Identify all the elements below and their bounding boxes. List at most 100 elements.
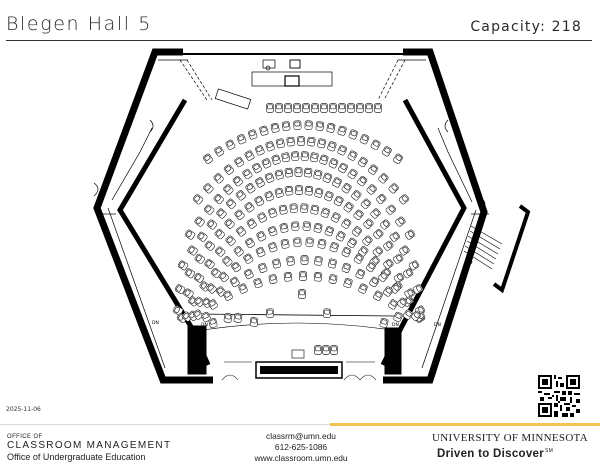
seat	[286, 256, 295, 266]
seat	[379, 219, 391, 230]
wall-right	[383, 48, 488, 384]
plan-date: 2025-11-06	[6, 406, 41, 413]
seat	[412, 284, 424, 295]
seat	[376, 193, 387, 205]
seat	[347, 168, 358, 180]
seat	[255, 177, 265, 188]
seat	[300, 255, 309, 265]
seat	[313, 169, 323, 180]
service-mark: SM	[545, 448, 554, 454]
seat	[365, 103, 373, 113]
seat	[399, 245, 410, 256]
seat	[253, 278, 263, 289]
seat	[187, 245, 198, 256]
seat	[408, 260, 420, 271]
contact-website[interactable]: www.classroom.umn.edu	[254, 453, 348, 463]
exit-labels: DN DN DN DN	[152, 320, 441, 328]
seat	[218, 271, 229, 283]
seat	[379, 318, 389, 328]
seat	[284, 103, 292, 113]
seat	[255, 145, 265, 156]
seat	[337, 145, 347, 156]
seat	[388, 183, 399, 194]
seat	[363, 218, 374, 229]
seat	[313, 222, 323, 233]
seat	[404, 229, 416, 240]
front-stage	[187, 313, 402, 381]
seat	[203, 204, 215, 215]
seat	[393, 311, 403, 323]
seat	[243, 268, 254, 280]
seat	[341, 218, 352, 229]
seat	[270, 123, 280, 133]
seat	[244, 202, 255, 213]
seat	[337, 125, 347, 136]
seat	[275, 103, 283, 113]
seat	[254, 195, 265, 207]
seat	[353, 253, 364, 264]
seat	[192, 194, 204, 205]
contact-email[interactable]: classrm@umn.edu	[266, 431, 336, 441]
qr-code	[538, 375, 580, 417]
seat	[222, 256, 233, 267]
seat	[177, 260, 189, 271]
seat	[335, 231, 346, 242]
seat	[244, 150, 255, 161]
seat	[410, 310, 422, 322]
seat	[233, 246, 244, 257]
seat	[304, 120, 313, 130]
exit-label-2: DN	[201, 322, 208, 328]
seat	[395, 216, 406, 227]
seat	[184, 229, 196, 240]
seat	[300, 151, 309, 161]
seat	[310, 204, 320, 215]
seat	[303, 167, 313, 178]
seat	[311, 103, 319, 113]
seat	[398, 194, 410, 205]
seat	[206, 219, 218, 230]
header-rule	[6, 40, 592, 41]
seat	[291, 151, 300, 161]
seat	[365, 261, 376, 273]
seat	[314, 345, 322, 355]
seat	[223, 313, 233, 323]
seat	[236, 226, 247, 237]
seat	[172, 305, 184, 316]
capacity-value: 218	[551, 19, 582, 35]
seat	[385, 204, 397, 215]
seat	[293, 120, 302, 130]
seat	[276, 138, 285, 149]
seat	[322, 345, 330, 355]
seat	[370, 208, 381, 219]
office-of-label: OFFICE OF	[7, 434, 43, 440]
seat	[279, 222, 289, 233]
seat	[393, 253, 404, 264]
seat	[402, 309, 414, 320]
seat	[359, 134, 370, 145]
seat	[314, 256, 323, 266]
seat	[242, 168, 253, 180]
seat	[214, 229, 225, 240]
seat	[284, 167, 294, 178]
seat	[388, 299, 398, 310]
university-slogan: Driven to DiscoverSM	[437, 448, 553, 460]
seat	[245, 183, 256, 194]
seat	[226, 198, 237, 209]
seat	[266, 103, 274, 113]
seat	[293, 103, 301, 113]
seat	[348, 129, 358, 140]
seat	[203, 183, 214, 194]
seat	[259, 125, 269, 136]
seat	[286, 136, 295, 147]
room-title: Blegen Hall 5	[6, 13, 152, 35]
seat	[369, 276, 380, 288]
seat	[327, 141, 337, 152]
seat	[370, 139, 381, 150]
seat	[248, 129, 258, 140]
seat	[268, 274, 278, 284]
seat	[229, 276, 240, 288]
seat	[328, 274, 338, 284]
seat	[330, 345, 338, 355]
seat	[304, 185, 314, 196]
seat	[234, 156, 245, 168]
